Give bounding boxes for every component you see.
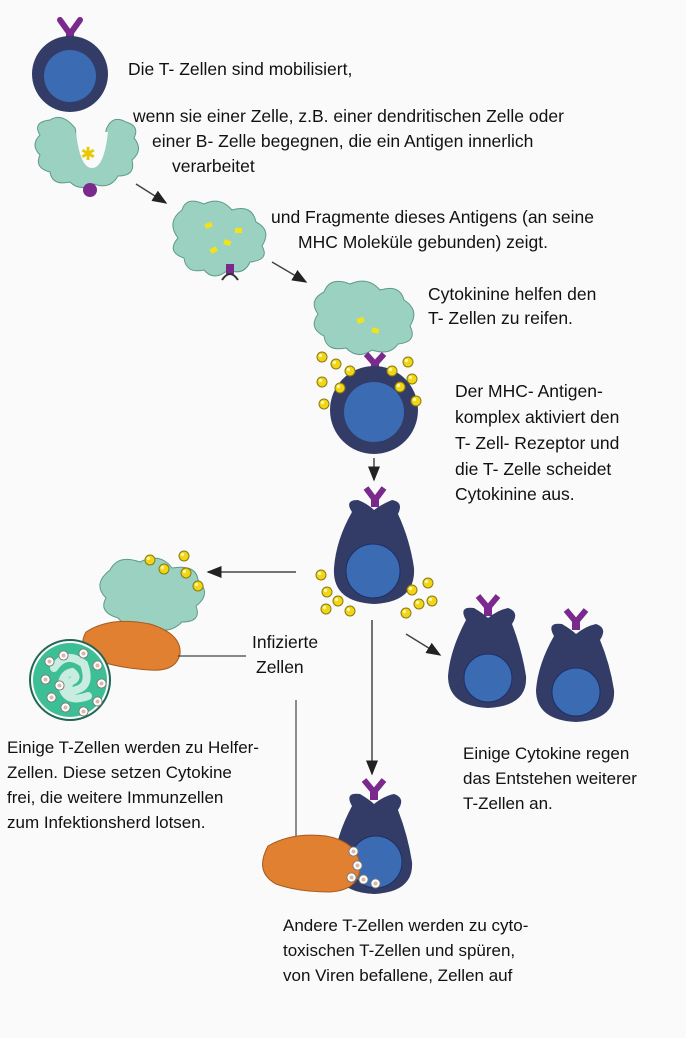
arrow-2 bbox=[271, 261, 308, 283]
new-t-cell-1 bbox=[448, 594, 527, 708]
step4-text-line2: T- Zellen zu reifen. bbox=[428, 308, 573, 328]
step2-text-line2: einer B- Zelle begegnen, die ein Antigen… bbox=[152, 131, 534, 151]
infected-label-line2: Zellen bbox=[256, 657, 304, 677]
step5-text-line3: T- Zell- Rezeptor und bbox=[455, 433, 620, 453]
arrow-to-proliferation bbox=[405, 633, 442, 656]
cytotoxic-text-line2: toxischen T-Zellen und spüren, bbox=[283, 941, 516, 960]
step2-text-line3: verarbeitet bbox=[172, 156, 255, 176]
apc-engulfing-antigen: ✱ bbox=[34, 116, 139, 197]
cytotoxic-text-line1: Andere T-Zellen werden zu cyto- bbox=[283, 916, 529, 935]
step2-text-line1: wenn sie einer Zelle, z.B. einer dendrit… bbox=[133, 106, 564, 126]
step1-text: Die T- Zellen sind mobilisiert, bbox=[128, 59, 353, 79]
proliferation-text-line3: T-Zellen an. bbox=[463, 794, 553, 813]
cytotoxic-text-line3: von Viren befallene, Zellen auf bbox=[283, 966, 513, 985]
step5-text-line5: Cytokinine aus. bbox=[455, 484, 575, 504]
proliferation-text-line1: Einige Cytokine regen bbox=[463, 744, 630, 763]
svg-text:✱: ✱ bbox=[80, 144, 95, 165]
new-t-cell-2 bbox=[536, 608, 615, 722]
step3-text-line2: MHC Moleküle gebunden) zeigt. bbox=[298, 232, 548, 252]
helper-text-line1: Einige T-Zellen werden zu Helfer- bbox=[7, 738, 259, 757]
step4-text-line1: Cytokinine helfen den bbox=[428, 284, 597, 304]
apc-tcell-synapse bbox=[313, 280, 418, 454]
infected-label-line1: Infizierte bbox=[252, 632, 319, 652]
helper-apc bbox=[99, 557, 205, 631]
step3-text-line1: und Fragmente dieses Antigens (an seine bbox=[271, 207, 594, 227]
arrow-1 bbox=[135, 183, 168, 204]
step5-text-line1: Der MHC- Antigen- bbox=[455, 381, 603, 401]
proliferation-text-line2: das Entstehen weiterer bbox=[463, 769, 637, 788]
step5-text-line4: die T- Zelle scheidet bbox=[455, 459, 612, 479]
helper-text-line2: Zellen. Diese setzen Cytokine bbox=[7, 763, 232, 782]
helper-text-line3: frei, die weitere Immunzellen bbox=[7, 788, 224, 807]
resting-t-cell bbox=[32, 17, 108, 112]
step5-text-line2: komplex aktiviert den bbox=[455, 407, 620, 427]
apc-presenting-antigen bbox=[172, 200, 267, 281]
virus-infected-cell bbox=[29, 639, 111, 721]
infected-cell-cytotoxic bbox=[262, 834, 361, 893]
helper-text-line4: zum Infektionsherd lotsen. bbox=[7, 813, 206, 832]
activated-t-cell bbox=[333, 486, 415, 604]
